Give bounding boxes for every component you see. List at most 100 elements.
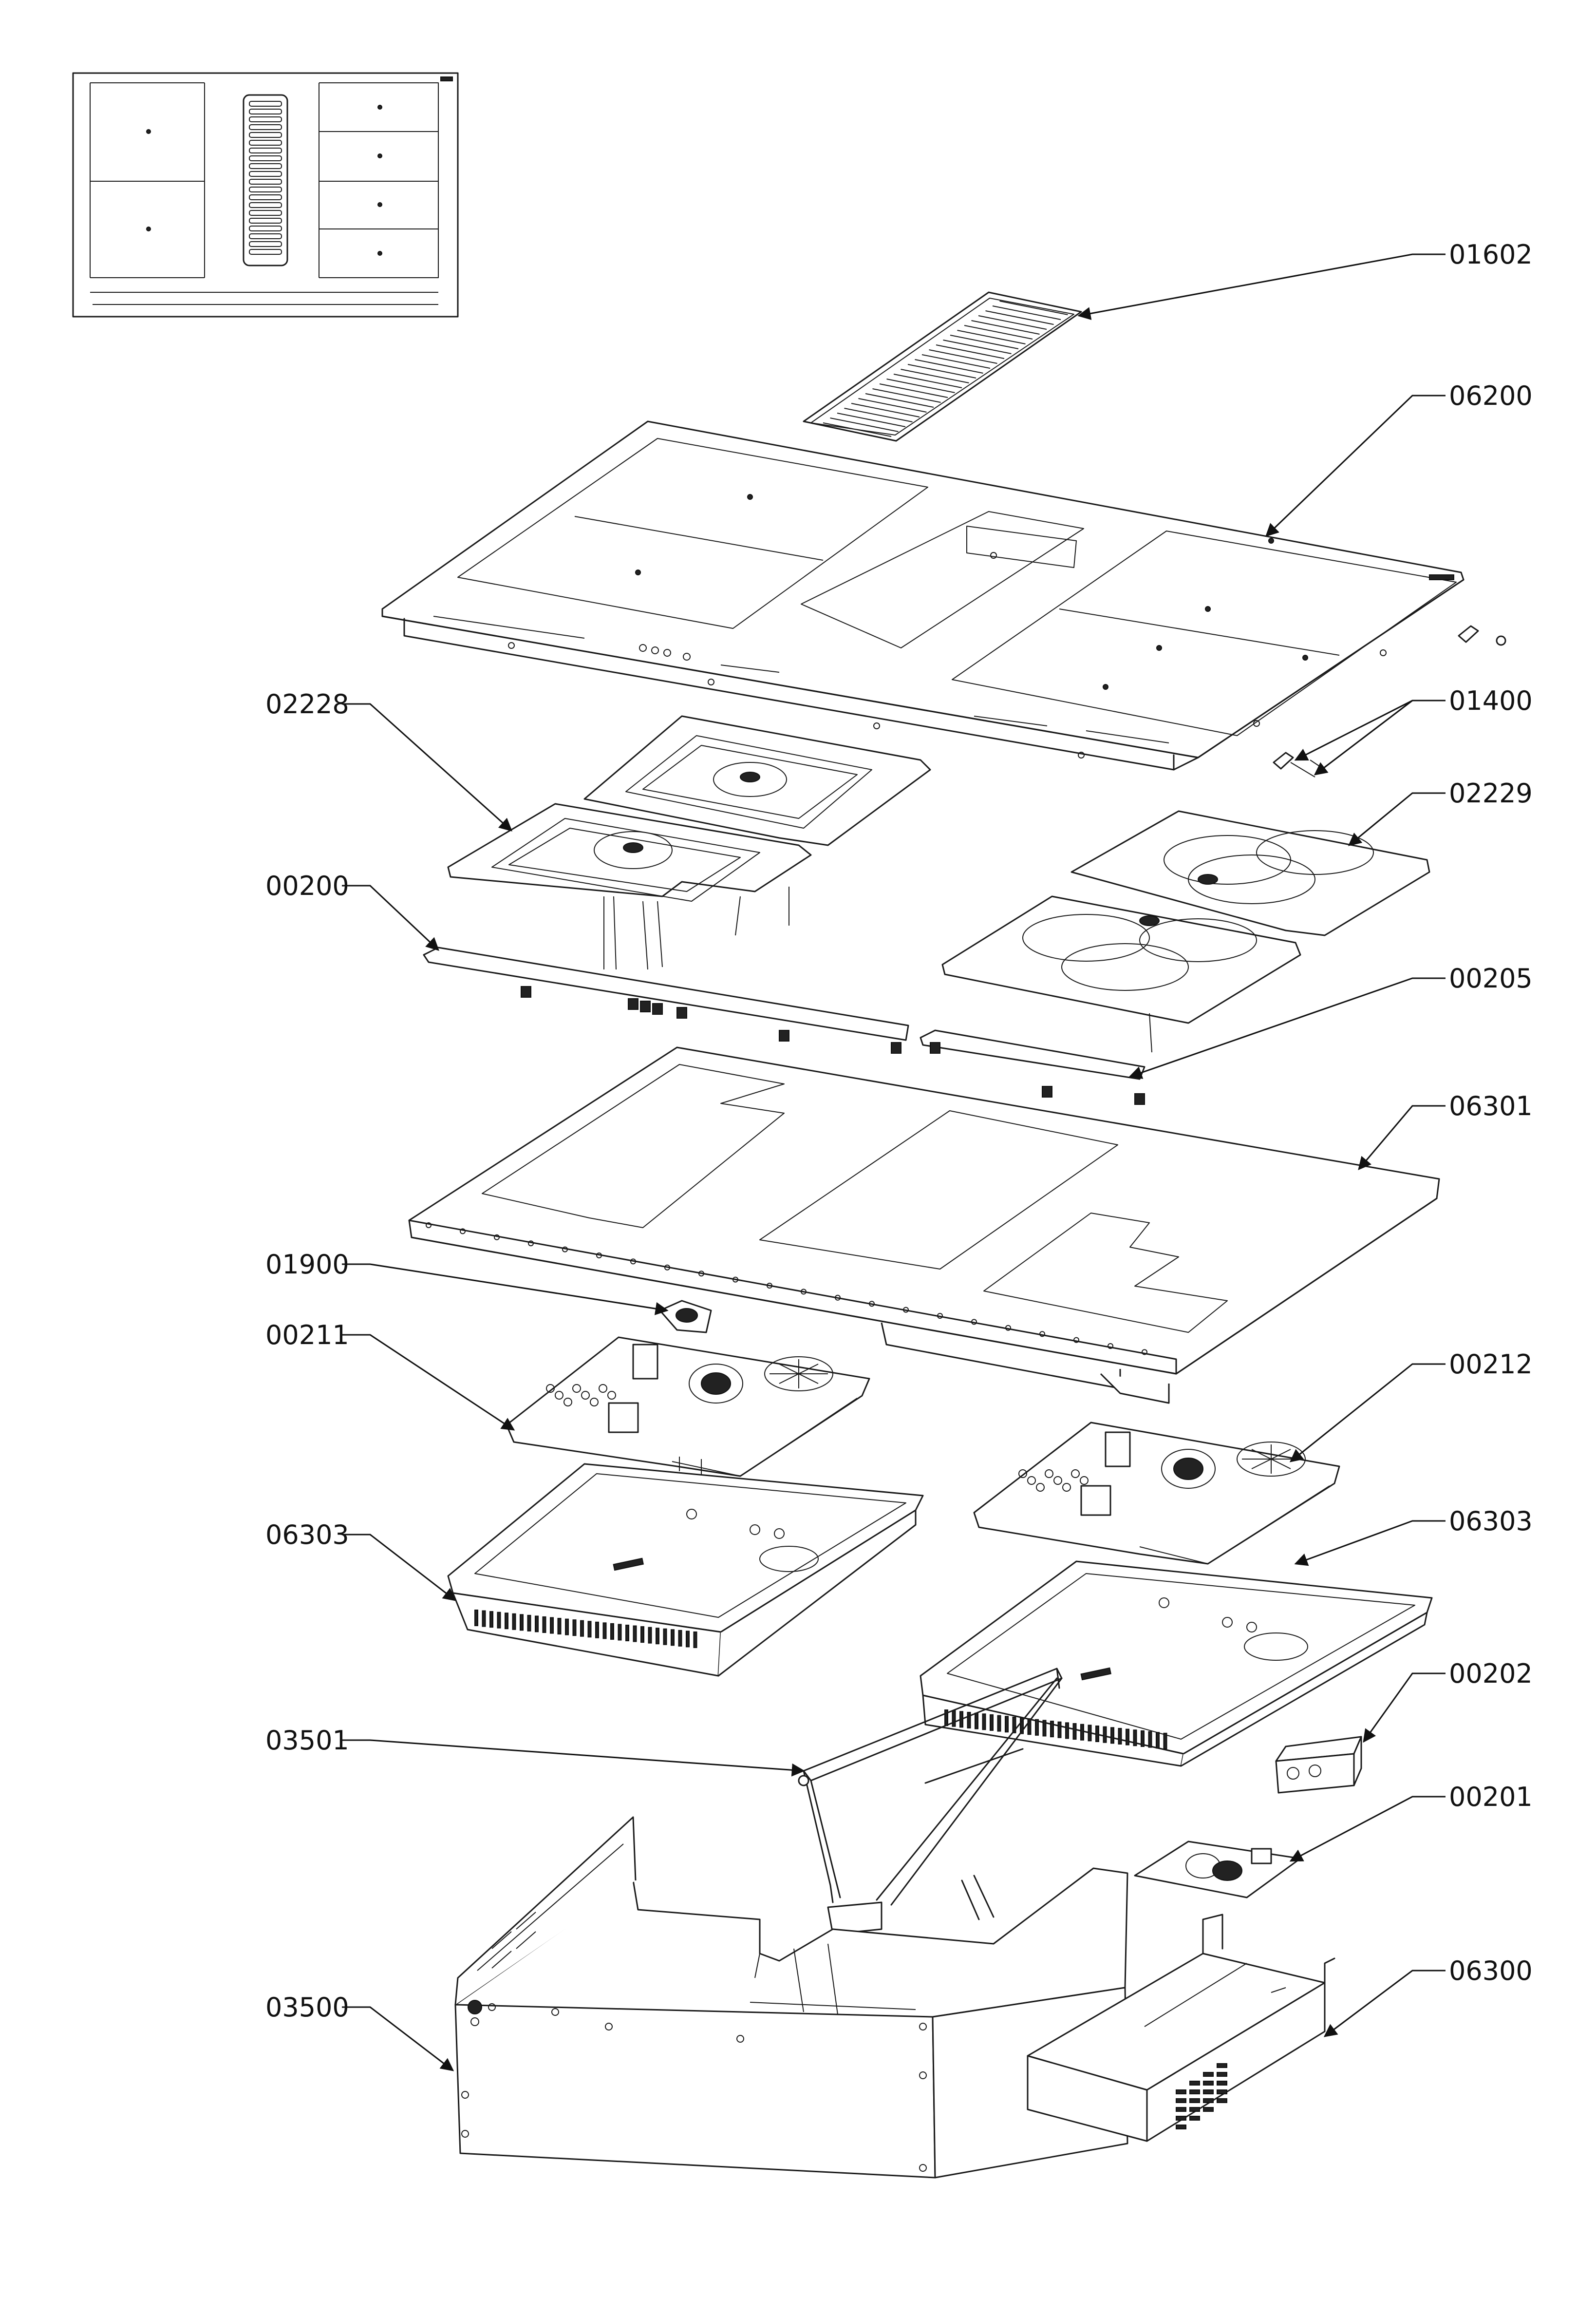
frame-hole (630, 1258, 636, 1265)
grille-slot (858, 398, 927, 413)
box-vent (1203, 2081, 1214, 2086)
box-vent (1189, 2116, 1200, 2121)
vent-slot (975, 1712, 978, 1729)
box-vent (1217, 2089, 1227, 2094)
label-01900: 01900 (265, 1249, 349, 1280)
thumb-slot (249, 109, 282, 114)
part-01602-vent-grille (803, 291, 1082, 442)
part-03501-duct-frame (798, 1668, 1063, 1935)
capacitor (581, 1391, 590, 1400)
frame-hole (562, 1246, 568, 1252)
vent-slot (1072, 1723, 1077, 1740)
frame-hole (1073, 1337, 1079, 1343)
box-vent (1203, 2089, 1214, 2094)
vent-slot (678, 1630, 682, 1647)
vent-slot (633, 1625, 637, 1642)
thumb-slot (249, 163, 282, 169)
capacitor (1018, 1469, 1027, 1478)
thumb-slot (249, 155, 282, 161)
part-06303-tray-right (920, 1560, 1433, 1767)
thumb-slot (249, 226, 282, 231)
vent-slot (1110, 1727, 1114, 1744)
vent-slot (1012, 1716, 1016, 1733)
capacitor (607, 1391, 616, 1400)
box-vent (1217, 2098, 1227, 2103)
thumb-slot (249, 116, 282, 122)
vent-slot (997, 1715, 1001, 1732)
box-vent (1176, 2089, 1186, 2094)
label-01602: 01602 (1449, 239, 1533, 270)
thumb-slot (249, 233, 282, 239)
vent-slot (1148, 1731, 1152, 1748)
vent-slot (497, 1612, 501, 1629)
frame-hole (494, 1234, 500, 1240)
part-00212-power-board (973, 1422, 1340, 1565)
capacitor (1027, 1476, 1036, 1485)
capacitor (1053, 1476, 1062, 1485)
vent-slot (982, 1713, 986, 1730)
capacitor (1036, 1483, 1045, 1492)
label-00201: 00201 (1449, 1782, 1533, 1812)
vent-slot (656, 1628, 659, 1645)
capacitor (1071, 1469, 1080, 1478)
label-06300: 06300 (1449, 1955, 1533, 1986)
vent-slot (572, 1619, 577, 1636)
thumb-slot (249, 148, 282, 153)
box-vent (1217, 2072, 1227, 2077)
thumb-slot (249, 202, 282, 208)
vent-slot (565, 1618, 569, 1635)
frame-hole (801, 1289, 807, 1295)
vent-slot (1042, 1720, 1047, 1737)
hob-top-view-thumbnail (72, 72, 459, 318)
grille-slot (957, 330, 1026, 344)
box-vent (1203, 2072, 1214, 2077)
thumb-slot (249, 171, 282, 177)
grille-slot (879, 383, 948, 398)
connector (676, 1007, 687, 1019)
connector (779, 1030, 789, 1042)
frame-hole (1039, 1331, 1045, 1337)
vent-slot (1141, 1730, 1145, 1747)
vent-slot (1050, 1721, 1054, 1738)
part-00202-filter-box (1275, 1736, 1362, 1794)
label-00205: 00205 (1449, 963, 1533, 994)
capacitor (590, 1398, 599, 1406)
label-01400: 01400 (1449, 685, 1533, 716)
box-vent (1176, 2098, 1186, 2103)
vent-slot (1088, 1725, 1092, 1742)
frame-hole (698, 1271, 704, 1277)
vent-slot (535, 1615, 539, 1632)
grille-slot (978, 315, 1047, 330)
part-00211-power-board (506, 1336, 870, 1477)
grille-slot (936, 344, 1005, 359)
label-06303-left: 06303 (265, 1519, 349, 1550)
connector (891, 1042, 901, 1054)
thumb-slot (249, 194, 282, 200)
vent-slot (1080, 1724, 1084, 1741)
box-vent (1217, 2081, 1227, 2086)
vent-slot (1065, 1722, 1069, 1739)
vent-slot (1035, 1719, 1039, 1736)
grille-slot (921, 354, 991, 369)
part-labels: 01602 06200 02228 01400 02229 00200 0020… (265, 239, 1533, 2023)
part-06300-chassis-box (1027, 1914, 1335, 2142)
capacitor (1080, 1476, 1089, 1485)
vent-slot (1095, 1726, 1099, 1742)
box-vent (1176, 2116, 1186, 2121)
grille-slot (901, 369, 969, 383)
vent-slot (952, 1710, 956, 1727)
grille-slot (971, 320, 1040, 335)
grille-slot (964, 325, 1033, 340)
label-02229: 02229 (1449, 778, 1533, 809)
thumb-slot (249, 218, 282, 224)
vent-slot (625, 1625, 629, 1641)
frame-hole (903, 1307, 909, 1313)
box-vent (1189, 2098, 1200, 2103)
frame-hole (767, 1283, 772, 1289)
grille-slot (943, 340, 1012, 354)
connector (640, 1001, 651, 1012)
capacitor (563, 1398, 572, 1406)
thumb-slot (249, 187, 282, 192)
vent-slot (527, 1614, 531, 1632)
